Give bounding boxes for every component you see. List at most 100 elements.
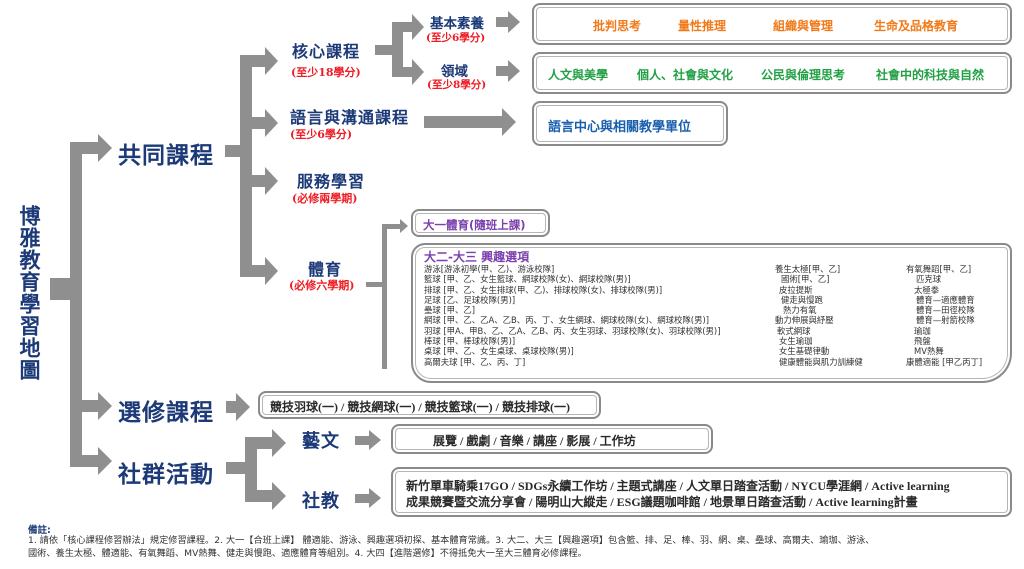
connector-pe-trunk (382, 224, 387, 369)
pe-option: 排球 [甲、乙、女生排球(甲、乙)、排球校隊(女)、排球校隊(男)] (424, 284, 663, 295)
arrow-core-icon (265, 47, 278, 75)
map-title: 博雅教育學習地圖 (17, 205, 41, 381)
connector-community-trunk (245, 437, 257, 502)
arrow-freshman-pe-icon (400, 219, 408, 233)
connector (355, 494, 371, 503)
pe-option: 羽球 [甲A、甲B、乙、乙A、乙B、丙、女生羽球、羽球校隊(女)、羽球校隊(男)… (424, 325, 721, 336)
connector (226, 401, 238, 413)
common-courses-label: 共同課程 (118, 143, 214, 169)
connector (392, 22, 414, 32)
pe-option: 籃球 [甲、乙、女生籃球、網球校隊(女)、網球校隊(男)] (424, 274, 631, 285)
core-courses-label: 核心課程 (292, 42, 361, 61)
connector (382, 224, 402, 229)
language-courses-label: 語言與溝通課程 (290, 108, 410, 127)
pe-option: 壘球 [甲、乙] (424, 305, 476, 316)
pe-interest-title: 大二-大三 興趣選項 (424, 250, 530, 264)
pe-option: 健走與慢跑 (781, 294, 823, 305)
domain-requirement: (至少8學分) (427, 79, 487, 91)
connector (240, 55, 268, 67)
arrow-basic-icon (412, 14, 424, 40)
pe-option: 體育—射箭校隊 (916, 315, 975, 326)
arrow-arts-icon (272, 429, 286, 457)
pe-option: 游泳[游泳初學(甲、乙)、游泳校隊] (424, 264, 555, 274)
connector (240, 175, 268, 187)
connector (240, 117, 268, 129)
connector (496, 66, 510, 76)
pe-option: 桌球 [甲、乙、女生桌球、桌球校隊(男)] (424, 346, 574, 357)
basic-item: 批判思考 (593, 19, 642, 33)
connector (240, 265, 268, 277)
pe-option: 康體適能 [甲乙丙丁] (906, 356, 983, 367)
language-target-box: 語言中心與相關教學單位 (532, 101, 728, 146)
arrow-pe-icon (265, 257, 278, 285)
arts-label: 藝文 (302, 431, 340, 452)
arrow-to-language-box-icon (502, 108, 516, 136)
connector (70, 142, 100, 154)
arrow-elective-icon (98, 392, 112, 420)
domain-box: 人文與美學 個人、社會與文化 公民與倫理思考 社會中的科技與自然 (532, 52, 1012, 94)
pe-option: 動力伸展與紓壓 (775, 315, 834, 326)
arrow-language-icon (265, 109, 278, 137)
arrow-to-basic-box-icon (508, 11, 520, 33)
social-content-line-1: 新竹單車騎乘17GO / SDGs永續工作坊 / 主題式講座 / 人文單日踏查活… (406, 479, 950, 493)
pe-option: 女生瑜珈 (779, 336, 813, 347)
pe-option: 養生太極[甲、乙] (775, 264, 841, 274)
connector-trunk (70, 142, 82, 467)
domain-label: 領域 (441, 64, 468, 80)
pe-option: 體育—田徑校隊 (916, 305, 975, 316)
pe-option: 足球 [乙、足球校隊(男)] (424, 294, 516, 305)
connector (70, 400, 100, 412)
language-target-text: 語言中心與相關教學單位 (548, 120, 692, 135)
community-activities-label: 社群活動 (118, 462, 214, 488)
pe-option: 有氧舞蹈[甲、乙] (906, 264, 972, 274)
pe-interest-column-1: 游泳[游泳初學(甲、乙)、游泳校隊] 籃球 [甲、乙、女生籃球、網球校隊(女)、… (424, 264, 720, 367)
connector (366, 282, 384, 287)
connector (375, 45, 395, 55)
pe-option: 健康體能與肌力訓練健 (779, 356, 863, 367)
service-learning-requirement: (必修兩學期) (292, 192, 358, 205)
pe-option: 女生基礎律動 (779, 346, 830, 357)
basic-item: 組織與管理 (773, 19, 834, 33)
arrow-to-social-box-icon (369, 488, 381, 508)
pe-option: MV熱舞 (914, 346, 944, 357)
pe-label: 體育 (308, 260, 343, 279)
domain-item: 個人、社會與文化 (637, 68, 734, 82)
arrow-service-icon (265, 167, 278, 195)
pe-option: 棒球 [甲、棒球校隊(男)] (424, 336, 516, 347)
arrow-common-icon (98, 134, 112, 162)
pe-option: 匹克球 (916, 274, 942, 285)
domain-item: 社會中的科技與自然 (876, 68, 985, 82)
pe-option: 高爾夫球 [甲、乙、丙、丁] (424, 356, 526, 367)
connector-common-trunk (240, 55, 252, 277)
pe-option: 網球 [甲、乙、乙A、乙B、丙、丁、女生網球、網球校隊(女)、網球校隊(男)] (424, 315, 709, 326)
pe-interest-column-3: 有氧舞蹈[甲、乙] 匹克球 太極拳 體育—適應體育 體育—田徑校隊 體育—射箭校… (906, 264, 982, 367)
basic-literacy-label: 基本素養 (430, 16, 484, 32)
arrow-social-icon (272, 482, 286, 510)
pe-interest-box: 大二-大三 興趣選項 游泳[游泳初學(甲、乙)、游泳校隊] 籃球 [甲、乙、女生… (411, 243, 1012, 383)
social-education-box: 新竹單車騎乘17GO / SDGs永續工作坊 / 主題式講座 / 人文單日踏查活… (391, 467, 1012, 517)
arrow-domain-icon (412, 59, 424, 85)
elective-box: 競技羽球(一) / 競技網球(一) / 競技籃球(一) / 競技排球(一) (258, 391, 601, 419)
pe-interest-column-2: 養生太極[甲、乙] 國術[甲、乙] 皮拉提斯 健走與慢跑 熱力有氧 動力伸展與紓… (775, 264, 863, 367)
pe-option: 太極拳 (914, 284, 940, 295)
connector (226, 462, 251, 474)
service-learning-label: 服務學習 (297, 172, 366, 191)
basic-literacy-box: 批判思考 量性推理 組織與管理 生命及品格教育 (532, 3, 1012, 45)
arts-box: 展覽 / 戲劇 / 音樂 / 講座 / 影展 / 工作坊 (391, 424, 713, 454)
connector (496, 17, 510, 27)
domain-item: 公民與倫理思考 (761, 68, 846, 82)
pe-option: 國術[甲、乙] (781, 274, 830, 285)
notes-line-1: 1. 請依「核心課程修習辦法」規定修習課程。2. 大一【合班上課】 體適能、游泳… (28, 535, 875, 546)
connector (355, 436, 371, 445)
pe-option: 瑜珈 (914, 325, 931, 336)
pe-option: 飛盤 (914, 336, 931, 347)
arts-content: 展覽 / 戲劇 / 音樂 / 講座 / 影展 / 工作坊 (433, 434, 636, 448)
connector-title-stub (50, 278, 72, 300)
freshman-pe-box: 大一體育(隨班上課) (411, 209, 550, 237)
basic-literacy-requirement: (至少6學分) (426, 32, 486, 44)
arrow-community-icon (98, 447, 112, 475)
social-education-label: 社教 (302, 491, 340, 512)
connector-core-trunk (392, 22, 403, 77)
notes-line-2: 國術、養生太極、體適能、有氧舞蹈、MV熱舞、健走與慢跑、適應體育等組別。4. 大… (28, 548, 587, 559)
pe-option: 體育—適應體育 (916, 294, 975, 305)
